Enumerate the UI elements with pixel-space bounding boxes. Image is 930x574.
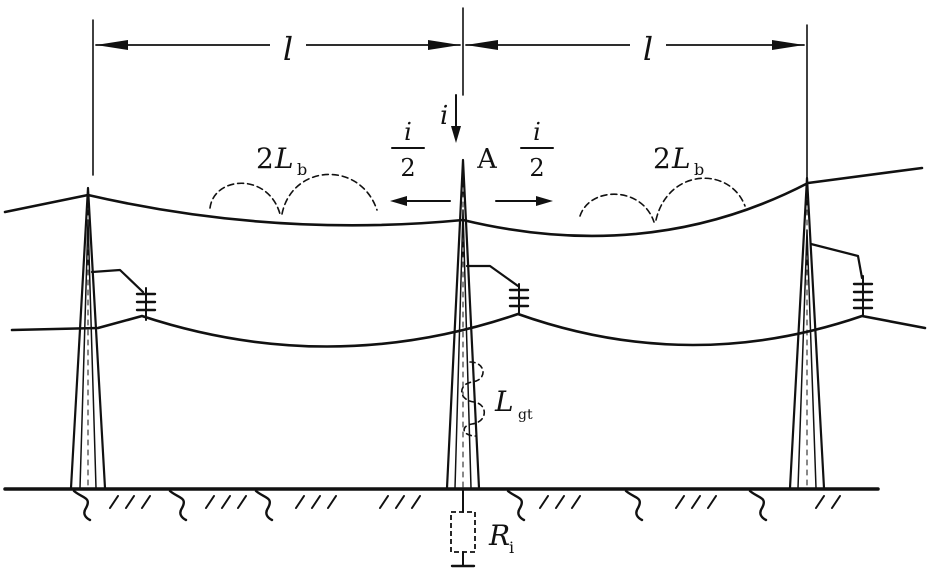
- arrow-left-tail: [428, 40, 460, 50]
- svg-text:b: b: [297, 160, 307, 179]
- ground-wire-inductance-loops: [209, 173, 746, 223]
- stroke-current-arrow: [451, 94, 461, 143]
- svg-text:2: 2: [256, 142, 274, 175]
- arrow-right-head: [466, 40, 498, 50]
- split-current-arrows: [390, 196, 553, 206]
- right-span-label: l: [643, 30, 653, 68]
- svg-text:gt: gt: [518, 407, 533, 423]
- half-current-left-num: i: [404, 118, 412, 146]
- grounding-resistor: [450, 488, 476, 568]
- half-current-right-num: i: [533, 118, 541, 146]
- svg-text:L: L: [671, 142, 691, 175]
- svg-text:L: L: [494, 385, 514, 418]
- svg-text:b: b: [694, 160, 704, 179]
- left-span-label: l: [283, 30, 293, 68]
- svg-text:L: L: [274, 142, 294, 175]
- dimension-lines: [92, 7, 808, 179]
- tower-inductance-label: L gt: [494, 385, 533, 423]
- insulator-center: [508, 283, 530, 315]
- arrow-right-tail: [772, 40, 804, 50]
- resistance-label: R i: [488, 519, 514, 557]
- phase-conductor: [10, 312, 927, 348]
- half-current-right-den: 2: [529, 154, 544, 182]
- arrow-left-head: [96, 40, 128, 50]
- tower-right: [788, 176, 864, 490]
- insulator-right: [852, 275, 874, 317]
- tower-inductance-loops: [460, 361, 486, 437]
- grounding-electrodes: [72, 489, 768, 522]
- svg-text:2: 2: [653, 142, 671, 175]
- current-label: i: [440, 101, 448, 131]
- insulator-left: [135, 287, 157, 321]
- svg-text:R: R: [488, 519, 510, 552]
- tower-left: [69, 186, 145, 490]
- tower-center: [445, 158, 520, 490]
- point-a-label: A: [476, 144, 497, 175]
- svg-text:i: i: [509, 538, 514, 557]
- inductance-label-left: 2 L b: [256, 142, 307, 179]
- half-current-left-den: 2: [400, 154, 415, 182]
- ground-hatching: [109, 495, 841, 509]
- inductance-label-right: 2 L b: [653, 142, 704, 179]
- half-current-left: i 2: [391, 118, 425, 182]
- half-current-right: i 2: [520, 118, 554, 182]
